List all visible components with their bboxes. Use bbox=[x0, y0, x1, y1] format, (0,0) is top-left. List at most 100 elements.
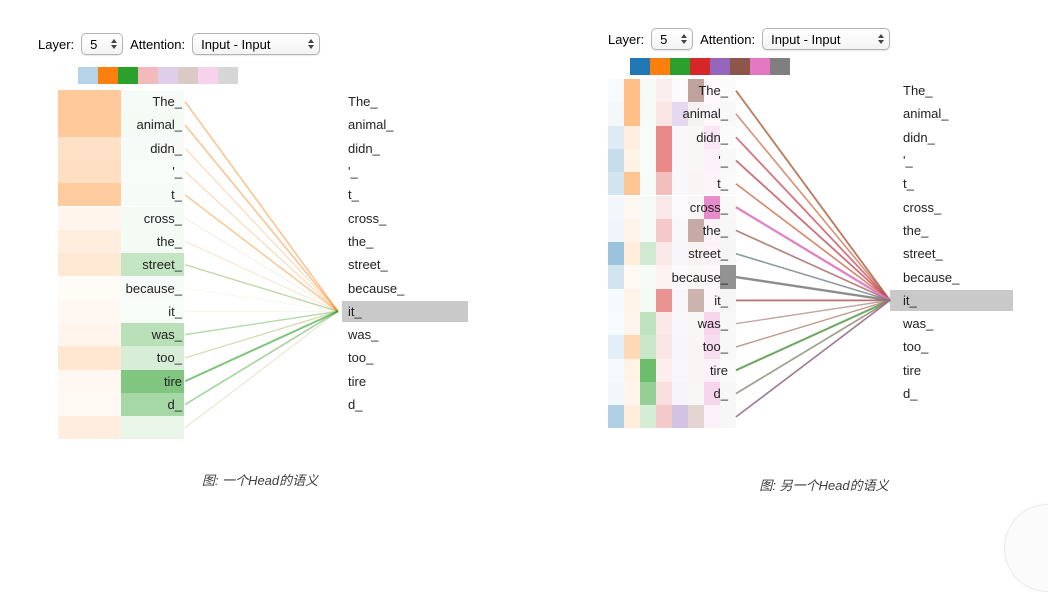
source-token[interactable]: was_ bbox=[151, 327, 182, 343]
source-token[interactable]: tire bbox=[163, 373, 182, 389]
source-token[interactable]: too_ bbox=[156, 350, 182, 366]
attention-heat-cell bbox=[672, 172, 688, 196]
source-token[interactable]: didn_ bbox=[696, 129, 728, 145]
target-token[interactable]: the_ bbox=[903, 222, 929, 238]
target-token[interactable]: didn_ bbox=[348, 140, 380, 156]
target-token[interactable]: animal_ bbox=[903, 106, 949, 122]
target-token[interactable]: t_ bbox=[903, 176, 914, 192]
target-token[interactable]: tire bbox=[348, 373, 367, 389]
source-token[interactable]: animal_ bbox=[682, 106, 728, 122]
target-token[interactable]: The_ bbox=[903, 83, 933, 99]
attention-line bbox=[735, 299, 891, 371]
source-token[interactable]: because_ bbox=[671, 269, 728, 285]
source-token[interactable]: t_ bbox=[171, 187, 182, 203]
source-token[interactable]: was_ bbox=[697, 316, 728, 332]
source-token[interactable]: the_ bbox=[702, 222, 728, 238]
target-token[interactable]: animal_ bbox=[348, 117, 394, 133]
head-legend-swatch[interactable] bbox=[770, 58, 790, 75]
attention-panel-left: Layer: 5 Attention: Input - Input The_an… bbox=[30, 25, 490, 505]
source-token[interactable]: tire bbox=[709, 362, 728, 378]
target-token[interactable]: cross_ bbox=[903, 199, 942, 215]
head-legend-swatch[interactable] bbox=[178, 67, 198, 84]
attention-heat-cell bbox=[624, 195, 640, 219]
attention-heat-cell bbox=[58, 159, 121, 184]
target-token[interactable]: d_ bbox=[348, 397, 363, 413]
target-token[interactable]: t_ bbox=[348, 187, 359, 203]
layer-select[interactable]: 5 bbox=[651, 28, 694, 50]
attention-line bbox=[184, 217, 339, 312]
target-token[interactable]: because_ bbox=[903, 269, 960, 285]
head-legend-swatch[interactable] bbox=[710, 58, 730, 75]
head-legend-swatch[interactable] bbox=[730, 58, 750, 75]
attention-heat-cell bbox=[121, 113, 184, 137]
target-token[interactable]: didn_ bbox=[903, 129, 935, 145]
attention-heat-cell bbox=[640, 358, 656, 382]
head-legend-swatch[interactable] bbox=[98, 67, 118, 84]
head-legend-swatch[interactable] bbox=[78, 67, 98, 84]
target-token[interactable]: too_ bbox=[348, 350, 374, 366]
target-token[interactable]: '_ bbox=[348, 164, 358, 180]
source-token[interactable]: '_ bbox=[718, 153, 728, 169]
head-legend-swatch[interactable] bbox=[670, 58, 690, 75]
target-token[interactable]: the_ bbox=[348, 233, 374, 249]
source-token[interactable]: t_ bbox=[717, 176, 728, 192]
source-token[interactable]: street_ bbox=[142, 257, 182, 273]
target-token[interactable]: d_ bbox=[903, 386, 918, 402]
attention-heat-cell bbox=[58, 346, 121, 370]
attention-heat-cell bbox=[640, 195, 656, 219]
target-token[interactable]: because_ bbox=[348, 280, 405, 296]
target-token[interactable]: cross_ bbox=[348, 210, 387, 226]
head-legend-swatch[interactable] bbox=[158, 67, 178, 84]
source-token[interactable]: too_ bbox=[702, 339, 728, 355]
target-token[interactable]: tire bbox=[903, 362, 922, 378]
attention-select[interactable]: Input - Input bbox=[762, 28, 891, 50]
source-token[interactable]: cross_ bbox=[689, 199, 728, 215]
target-token[interactable]: too_ bbox=[903, 339, 929, 355]
attention-heat-cell bbox=[608, 102, 624, 126]
source-token[interactable]: The_ bbox=[152, 94, 182, 110]
target-token[interactable]: The_ bbox=[348, 94, 378, 110]
head-legend-swatch[interactable] bbox=[118, 67, 138, 84]
head-legend-swatch[interactable] bbox=[630, 58, 650, 75]
attention-line bbox=[735, 160, 891, 301]
head-legend-swatch[interactable] bbox=[690, 58, 710, 75]
attention-line bbox=[735, 299, 891, 325]
attention-heat-cell bbox=[58, 183, 121, 207]
layer-select[interactable]: 5 bbox=[81, 33, 124, 55]
target-token[interactable]: '_ bbox=[903, 153, 913, 169]
head-legend-swatch[interactable] bbox=[650, 58, 670, 75]
target-token[interactable]: it_ bbox=[348, 303, 362, 319]
attention-heat-cell bbox=[640, 288, 656, 312]
source-token[interactable]: didn_ bbox=[150, 140, 182, 156]
attention-heat-cell bbox=[121, 416, 184, 440]
attention-line bbox=[735, 206, 891, 301]
attention-line bbox=[735, 90, 891, 301]
floating-button-partial[interactable] bbox=[1004, 504, 1048, 592]
source-token[interactable]: because_ bbox=[125, 280, 182, 296]
head-legend-swatch[interactable] bbox=[138, 67, 158, 84]
target-token[interactable]: it_ bbox=[903, 292, 917, 308]
attention-label: Attention: bbox=[700, 31, 756, 47]
source-token[interactable]: animal_ bbox=[136, 117, 182, 133]
head-legend-swatch[interactable] bbox=[750, 58, 770, 75]
source-token[interactable]: the_ bbox=[156, 233, 182, 249]
attention-line bbox=[735, 159, 891, 302]
attention-line bbox=[184, 264, 339, 313]
attention-line bbox=[184, 194, 339, 312]
source-token[interactable]: it_ bbox=[168, 303, 182, 319]
head-legend-swatch[interactable] bbox=[218, 67, 238, 84]
target-token[interactable]: was_ bbox=[903, 316, 934, 332]
source-token[interactable]: it_ bbox=[714, 292, 728, 308]
source-token[interactable]: The_ bbox=[698, 83, 728, 99]
attention-line bbox=[735, 299, 891, 325]
target-token[interactable]: street_ bbox=[348, 257, 388, 273]
target-token[interactable]: was_ bbox=[348, 327, 379, 343]
source-token[interactable]: street_ bbox=[688, 246, 728, 262]
head-legend-swatch[interactable] bbox=[198, 67, 218, 84]
source-token[interactable]: d_ bbox=[167, 397, 182, 413]
source-token[interactable]: cross_ bbox=[143, 210, 182, 226]
source-token[interactable]: d_ bbox=[713, 386, 728, 402]
target-token[interactable]: street_ bbox=[903, 246, 943, 262]
source-token[interactable]: '_ bbox=[172, 164, 182, 180]
attention-select[interactable]: Input - Input bbox=[192, 33, 321, 55]
